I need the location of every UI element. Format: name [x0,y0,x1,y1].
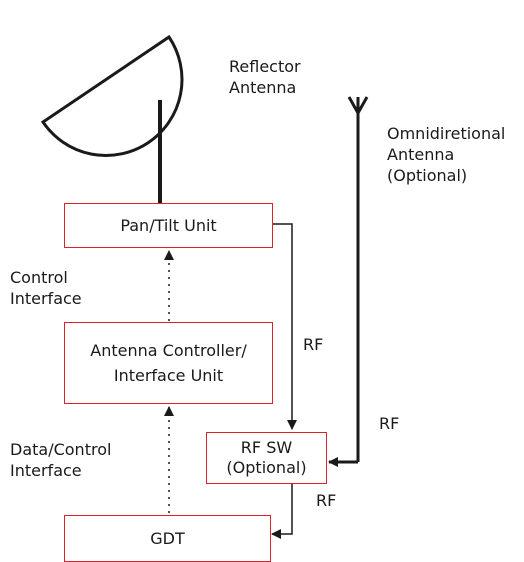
antenna-controller-box: Antenna Controller/ Interface Unit [64,322,273,404]
data-control-interface-label-line1: Data/Control [10,440,112,459]
data-control-interface-label: Data/Control Interface [10,439,111,481]
rf-switch-label-line1: RF SW [240,438,293,457]
pan-tilt-unit-box: Pan/Tilt Unit [64,203,273,248]
rf-label-pantilt: RF [303,335,324,354]
antenna-controller-label-line2: Interface Unit [113,366,224,385]
rf-label-omni: RF [379,414,400,433]
control-interface-label: Control Interface [10,267,82,309]
reflector-antenna-icon [40,34,184,157]
omni-antenna-label-line1: Omnidiretional [387,124,506,143]
reflector-antenna-label: Reflector Antenna [229,56,301,98]
rf-label-gdt: RF [316,491,337,510]
omni-antenna-label-line2: Antenna [387,145,455,164]
control-interface-label-line2: Interface [10,289,82,308]
pan-tilt-unit-label: Pan/Tilt Unit [120,215,217,235]
switch-to-gdt-connector [271,484,293,539]
reflector-antenna-label-line1: Reflector [229,57,301,76]
gdt-box: GDT [64,515,271,562]
reflector-antenna-label-line2: Antenna [229,78,297,97]
rf-switch-label-line2: (Optional) [226,458,307,477]
rf-switch-box: RF SW (Optional) [206,432,327,484]
antenna-controller-label-line1: Antenna Controller/ [90,341,247,360]
omni-antenna-label-line3: (Optional) [387,166,468,185]
omni-antenna-icon [347,96,369,462]
gdt-label: GDT [150,528,185,548]
data-control-interface-label-line2: Interface [10,461,82,480]
pantilt-to-switch-connector [273,223,297,430]
control-interface-label-line1: Control [10,268,68,287]
omni-antenna-label: Omnidiretional Antenna (Optional) [387,123,505,186]
